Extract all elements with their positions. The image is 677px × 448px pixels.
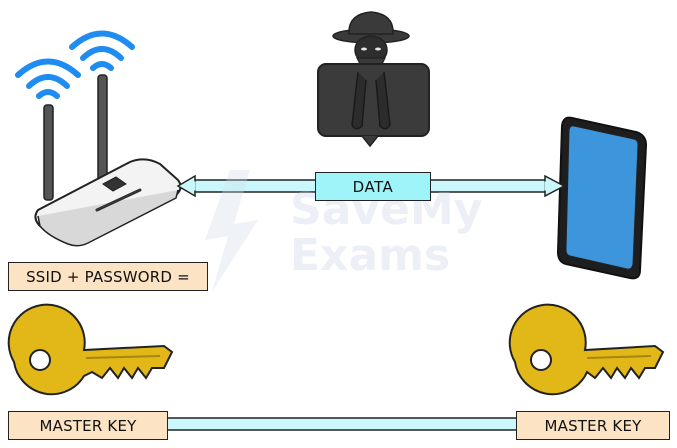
wifi-signal-icon-right: [69, 30, 135, 71]
ssid-password-label: SSID + PASSWORD =: [8, 262, 208, 291]
watermark-bolt-icon: [205, 170, 258, 292]
master-key-link-bar: [165, 417, 519, 431]
tablet-icon: [556, 116, 648, 280]
wifi-signal-icon-left: [15, 58, 81, 99]
hacker-icon: [317, 11, 430, 148]
data-label: DATA: [315, 172, 431, 201]
key-icon-right: [508, 303, 665, 396]
key-icon-left: [7, 303, 174, 396]
master-key-label-right: MASTER KEY: [516, 411, 670, 440]
master-key-label-left: MASTER KEY: [8, 411, 168, 440]
wifi-router-icon: [34, 74, 182, 247]
